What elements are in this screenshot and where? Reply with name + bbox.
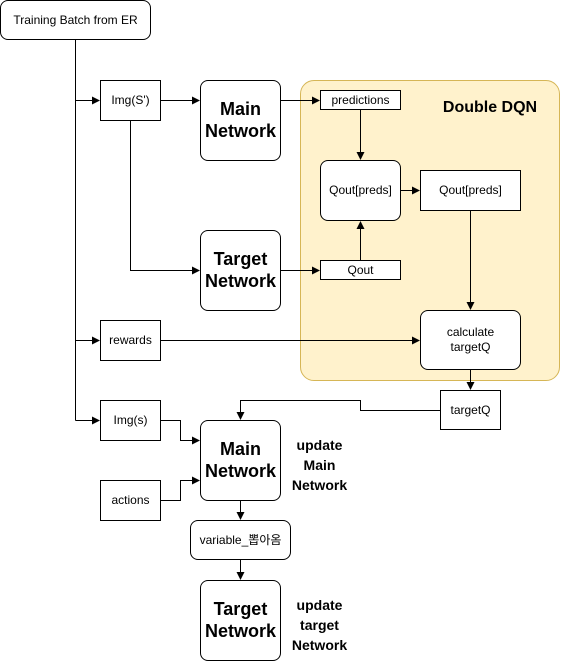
qout-box: Qout	[320, 260, 401, 280]
calculate-targetq-box: calculate targetQ	[420, 310, 521, 370]
qout-preds-rounded-box: Qout[preds]	[320, 160, 401, 221]
target-network-top: Target Network	[200, 230, 281, 311]
edge-imgnext-target	[130, 121, 200, 275]
double-dqn-label: Double DQN	[442, 99, 538, 116]
actions-box: actions	[100, 480, 161, 521]
update-target-note: update target Network	[291, 597, 348, 653]
edge-targetq-main	[236, 400, 440, 420]
edge-img-main	[161, 420, 200, 445]
img-state-box: Img(s)	[100, 400, 161, 441]
predictions-box: predictions	[320, 90, 401, 110]
training-batch-box: Training Batch from ER	[0, 0, 151, 40]
rewards-box: rewards	[100, 320, 161, 361]
img-next-state-box: Img(S')	[100, 80, 161, 121]
update-main-note: update Main Network	[291, 437, 348, 493]
target-network-bottom: Target Network	[200, 580, 281, 661]
main-network-bottom: Main Network	[200, 420, 281, 501]
edge-actions-main	[161, 476, 200, 501]
main-network-top: Main Network	[200, 80, 281, 161]
qout-preds-box: Qout[preds]	[420, 170, 521, 211]
variable-box: variable_뽑아옴	[190, 520, 291, 560]
targetq-box: targetQ	[440, 390, 501, 430]
